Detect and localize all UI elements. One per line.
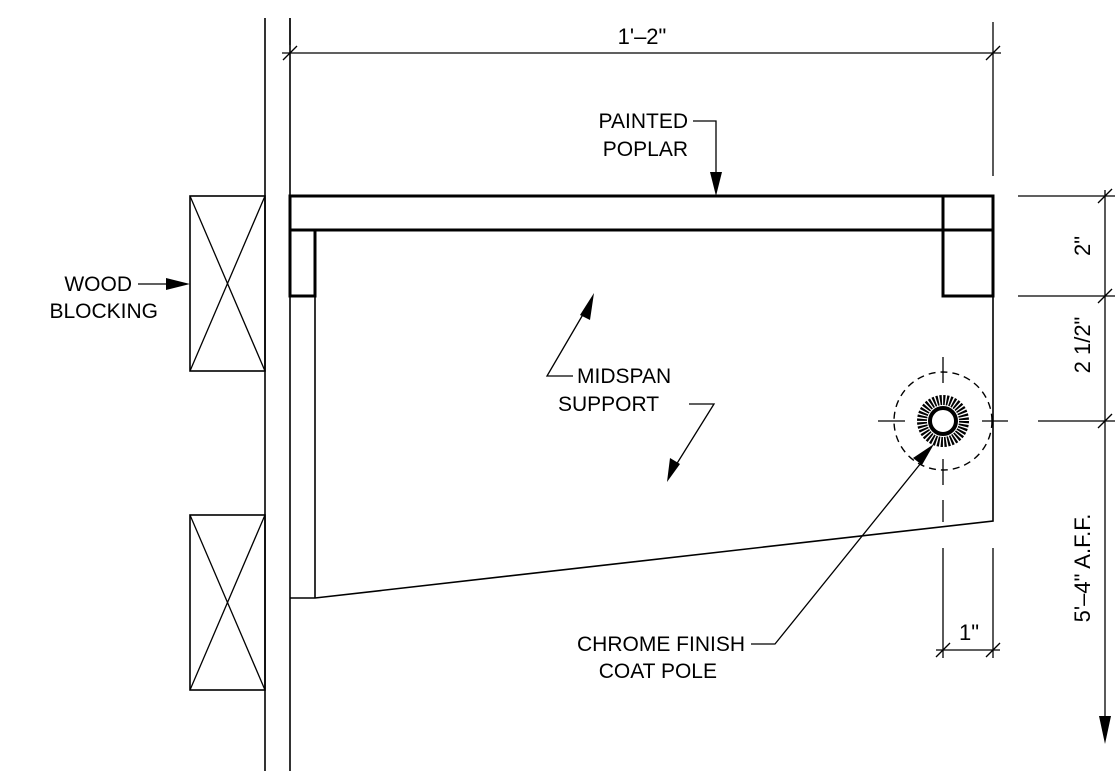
callout-wood-blocking: WOOD BLOCKING [49,273,190,323]
painted-poplar-line1: PAINTED [599,110,688,133]
callout-painted-poplar: PAINTED POPLAR [599,110,722,196]
painted-poplar-line2: POPLAR [603,138,688,161]
midspan-support-bracket [290,296,994,599]
callout-chrome-finish: CHROME FINISH COAT POLE [577,444,934,683]
pole-offset-label: 1" [959,620,979,645]
callout-midspan-support: MIDSPAN SUPPORT [545,293,716,482]
pole-height-label: 5'–4" A.F.F. [1070,514,1095,623]
midspan-support-line1: MIDSPAN [577,365,671,388]
wood-blocking-lower [189,514,266,691]
dimension-pole-offset: 1" [935,548,1001,658]
chrome-finish-line2: COAT POLE [599,660,717,683]
pole-drop-label: 2 1/2" [1070,317,1095,374]
dimension-overall-width: 1'–2" [282,18,1001,176]
shelf-thickness-label: 2" [1070,236,1095,256]
midspan-support-line2: SUPPORT [558,393,659,416]
dimension-vertical-string: 2" 2 1/2" 5'–4" A.F.F. [1018,188,1115,744]
wood-blocking-line1: WOOD [64,273,132,296]
chrome-finish-line1: CHROME FINISH [577,633,745,656]
shelf [288,194,995,298]
wood-blocking-upper [189,195,266,372]
overall-width-label: 1'–2" [618,24,667,49]
wood-blocking-line2: BLOCKING [49,300,158,323]
wall [264,18,291,771]
coat-pole [878,357,1008,522]
